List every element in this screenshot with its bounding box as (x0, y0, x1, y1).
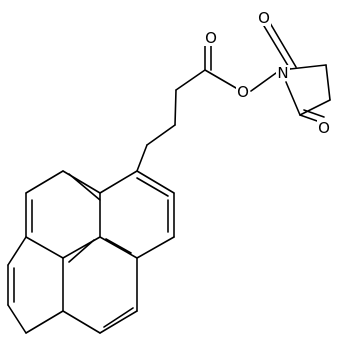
bond (25, 170, 64, 194)
bond (136, 170, 175, 194)
bond (325, 64, 331, 101)
atom-label-imide-o-bottom: O (317, 119, 331, 137)
bond (299, 99, 331, 116)
svg-text:O: O (205, 29, 217, 47)
bond (146, 124, 176, 146)
double-bond-inner (136, 177, 169, 197)
svg-text:O: O (258, 9, 270, 27)
bond (25, 236, 64, 259)
bond (7, 236, 27, 266)
atom-label-ester-o: O (236, 83, 250, 101)
bond (136, 236, 175, 259)
bond (174, 89, 177, 126)
bond (7, 304, 27, 334)
double-bond-inner (68, 239, 95, 263)
svg-text:O: O (237, 83, 249, 101)
bond (289, 64, 327, 70)
svg-text:N: N (277, 64, 288, 82)
bond (136, 144, 148, 172)
bond (285, 81, 301, 116)
bond (25, 310, 64, 334)
bond (175, 69, 206, 91)
double-bond-inner (68, 173, 101, 201)
double-bond-inner (303, 109, 325, 118)
svg-text:O: O (318, 119, 330, 137)
bond (99, 170, 138, 194)
bond-layer (7, 22, 331, 334)
atom-label-imide-o-top: O (257, 9, 271, 27)
atom-label-imide-n: N (276, 64, 290, 82)
bond (62, 310, 101, 334)
bond (250, 72, 277, 92)
double-bond-inner (269, 22, 297, 68)
atom-label-ester-carbonyl-o: O (204, 29, 218, 47)
bond (263, 25, 291, 70)
bond (99, 310, 138, 334)
atom-label-layer: O O N O O (204, 9, 331, 137)
double-bond-inner (103, 307, 134, 328)
bond (299, 114, 321, 123)
bond (204, 69, 237, 89)
bond (99, 236, 138, 259)
double-bond-inner (105, 238, 132, 254)
